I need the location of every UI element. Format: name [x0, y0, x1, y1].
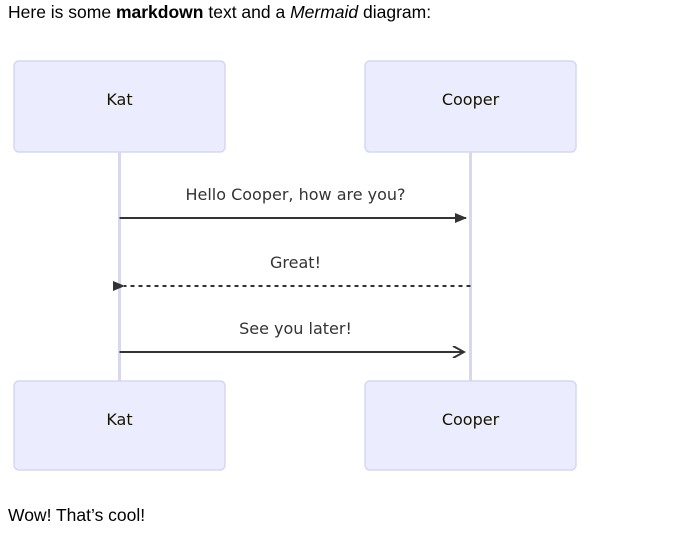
actor-box-cooper-bottom: [364, 380, 577, 471]
intro-text-before-bold: Here is some: [8, 2, 116, 22]
mermaid-sequence-diagram: Kat Cooper Kat Cooper Hello Cooper, how …: [0, 46, 680, 486]
actor-label-kat-bottom: Kat: [106, 410, 133, 429]
intro-italic-mermaid: Mermaid: [290, 2, 359, 22]
actor-label-cooper-bottom: Cooper: [441, 410, 500, 429]
message-label-2: Great!: [270, 253, 321, 272]
intro-paragraph: Here is some markdown text and a Mermaid…: [8, 2, 431, 24]
actor-label-kat-top: Kat: [106, 90, 133, 109]
actor-box-cooper-top: [364, 60, 577, 153]
actor-box-kat-bottom: [13, 380, 226, 471]
message-label-3: See you later!: [239, 319, 352, 338]
actor-label-cooper-top: Cooper: [441, 90, 500, 109]
actor-box-kat-top: [13, 60, 226, 153]
intro-text-between: text and a: [203, 2, 291, 22]
intro-text-after-italic: diagram:: [358, 2, 432, 22]
message-label-1: Hello Cooper, how are you?: [185, 185, 406, 204]
sequence-diagram-canvas: [13, 60, 577, 471]
intro-bold-markdown: markdown: [115, 2, 204, 22]
outro-paragraph: Wow! That’s cool!: [8, 505, 146, 525]
